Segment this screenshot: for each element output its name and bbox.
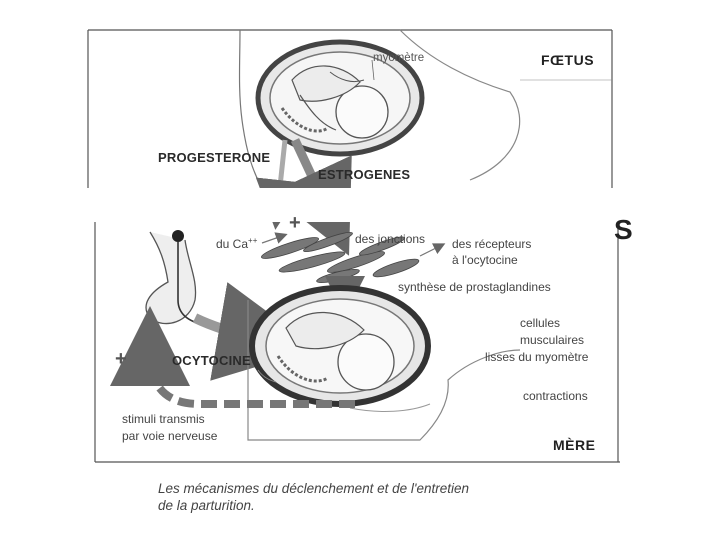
contractions-label: contractions bbox=[523, 389, 588, 403]
blank-strip bbox=[70, 188, 630, 222]
mere-label: MÈRE bbox=[553, 437, 595, 453]
hypothalamus-pituitary bbox=[146, 230, 205, 325]
stimuli-label-1: stimuli transmis bbox=[122, 412, 205, 426]
figure-caption: Les mécanismes du déclenchement et de l'… bbox=[158, 480, 469, 514]
stray-character: S bbox=[614, 214, 633, 246]
lower-uterus-fetus bbox=[248, 288, 520, 440]
recepteurs-label-2: à l'ocytocine bbox=[452, 253, 518, 267]
cellules-label-3: lisses du myomètre bbox=[485, 350, 588, 364]
stimuli-label-2: par voie nerveuse bbox=[122, 429, 217, 443]
myometre-label: myomètre bbox=[373, 52, 424, 64]
jonctions-label: des jonctions bbox=[355, 232, 425, 246]
plus-sign-lower: + bbox=[115, 348, 127, 371]
synthese-label: synthèse de prostaglandines bbox=[398, 280, 551, 294]
caption-line-2: de la parturition. bbox=[158, 497, 469, 514]
progesterone-label: PROGESTERONE bbox=[158, 150, 270, 165]
caption-line-1: Les mécanismes du déclenchement et de l'… bbox=[158, 480, 469, 497]
ocytocine-label: OCYTOCINE bbox=[172, 353, 251, 368]
ca-label: du Ca++ bbox=[216, 236, 257, 251]
foetus-label: FŒTUS bbox=[541, 52, 594, 68]
cellules-label-1: cellules bbox=[520, 316, 560, 330]
plus-sign-upper: + bbox=[289, 212, 301, 235]
estrogenes-label: ESTROGENES bbox=[318, 167, 410, 182]
cellules-label-2: musculaires bbox=[520, 333, 584, 347]
ca-arrow bbox=[262, 236, 282, 243]
receptor-arrow bbox=[420, 246, 440, 256]
recepteurs-label-1: des récepteurs bbox=[452, 237, 531, 251]
